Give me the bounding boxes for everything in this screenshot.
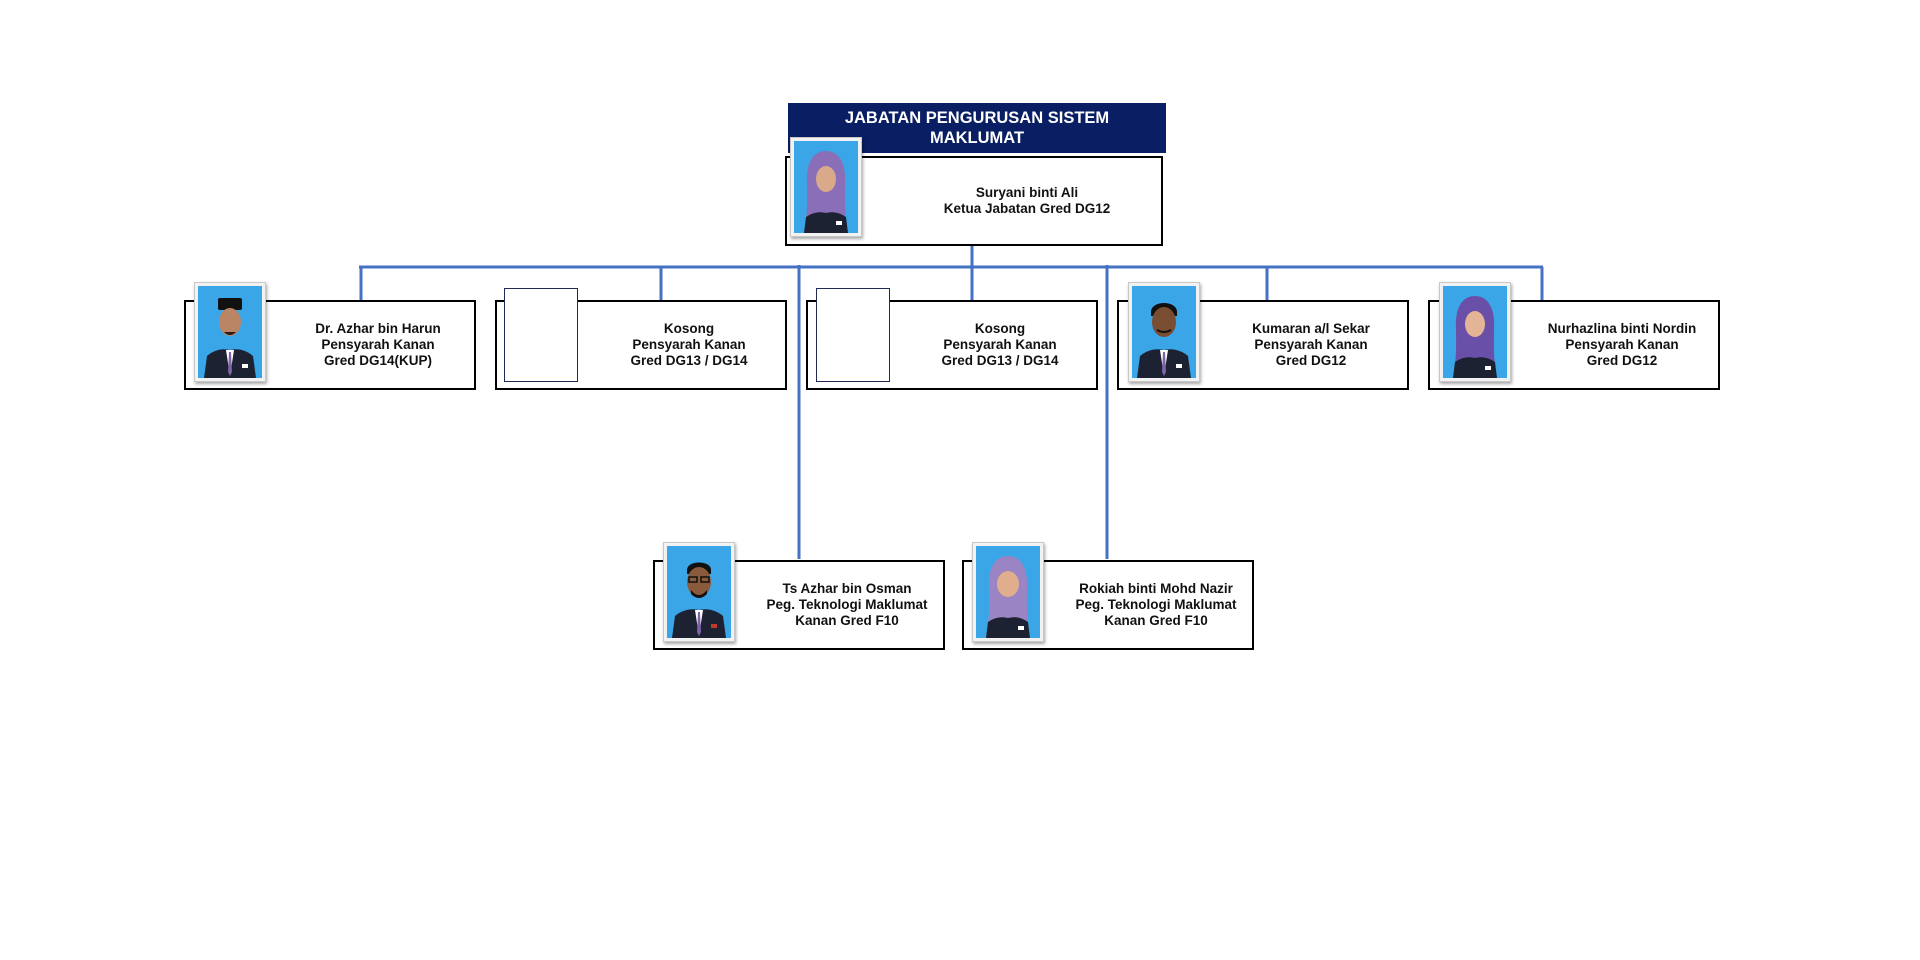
hijab-woman-portrait-icon [794, 141, 858, 233]
staff-text-1: Dr. Azhar bin Harun Pensyarah Kanan Gred… [290, 302, 466, 388]
staff-photo-5 [1439, 282, 1511, 382]
staff-role-2: Pensyarah Kanan [632, 337, 746, 352]
staff-role-1: Pensyarah Kanan [321, 337, 435, 352]
man-songkok-portrait-icon [198, 286, 262, 378]
staff-name-2: Kosong [663, 321, 715, 336]
staff-photo-7 [972, 542, 1044, 642]
staff-text-4: Kumaran a/l Sekar Pensyarah Kanan Gred D… [1223, 302, 1399, 388]
vacant-photo-1 [504, 288, 578, 382]
staff-grade-6: Kanan Gred F10 [795, 613, 899, 628]
staff-text-2: Kosong Pensyarah Kanan Gred DG13 / DG14 [601, 302, 777, 388]
staff-grade-3: Gred DG13 / DG14 [941, 353, 1059, 368]
head-name: Suryani binti Ali [975, 185, 1079, 200]
staff-name-1: Dr. Azhar bin Harun [315, 321, 441, 336]
staff-role-5: Pensyarah Kanan [1565, 337, 1679, 352]
staff-role-3: Pensyarah Kanan [943, 337, 1057, 352]
staff-grade-1: Gred DG14(KUP) [323, 353, 433, 368]
staff-grade-5: Gred DG12 [1586, 353, 1658, 368]
staff-name-4: Kumaran a/l Sekar [1252, 321, 1370, 336]
hijab-woman-portrait-icon [1443, 286, 1507, 378]
head-photo [790, 137, 862, 237]
man-portrait-icon [1132, 286, 1196, 378]
staff-photo-6 [663, 542, 735, 642]
man-glasses-portrait-icon [667, 546, 731, 638]
staff-name-6: Ts Azhar bin Osman [782, 581, 912, 596]
staff-text-5: Nurhazlina binti Nordin Pensyarah Kanan … [1534, 302, 1710, 388]
head-text: Suryani binti Ali Ketua Jabatan Gred DG1… [927, 158, 1127, 244]
hijab-woman-portrait-icon [976, 546, 1040, 638]
staff-grade-4: Gred DG12 [1275, 353, 1347, 368]
staff-role-7: Peg. Teknologi Maklumat [1075, 597, 1237, 612]
staff-role-6: Peg. Teknologi Maklumat [766, 597, 928, 612]
staff-text-6: Ts Azhar bin Osman Peg. Teknologi Maklum… [759, 562, 935, 648]
vacant-photo-2 [816, 288, 890, 382]
staff-photo-4 [1128, 282, 1200, 382]
head-role: Ketua Jabatan Gred DG12 [943, 201, 1111, 216]
staff-text-3: Kosong Pensyarah Kanan Gred DG13 / DG14 [912, 302, 1088, 388]
staff-role-4: Pensyarah Kanan [1254, 337, 1368, 352]
staff-text-7: Rokiah binti Mohd Nazir Peg. Teknologi M… [1068, 562, 1244, 648]
staff-grade-2: Gred DG13 / DG14 [630, 353, 748, 368]
staff-photo-1 [194, 282, 266, 382]
staff-grade-7: Kanan Gred F10 [1104, 613, 1208, 628]
staff-name-7: Rokiah binti Mohd Nazir [1079, 581, 1233, 596]
staff-name-3: Kosong [974, 321, 1026, 336]
staff-name-5: Nurhazlina binti Nordin [1547, 321, 1697, 336]
